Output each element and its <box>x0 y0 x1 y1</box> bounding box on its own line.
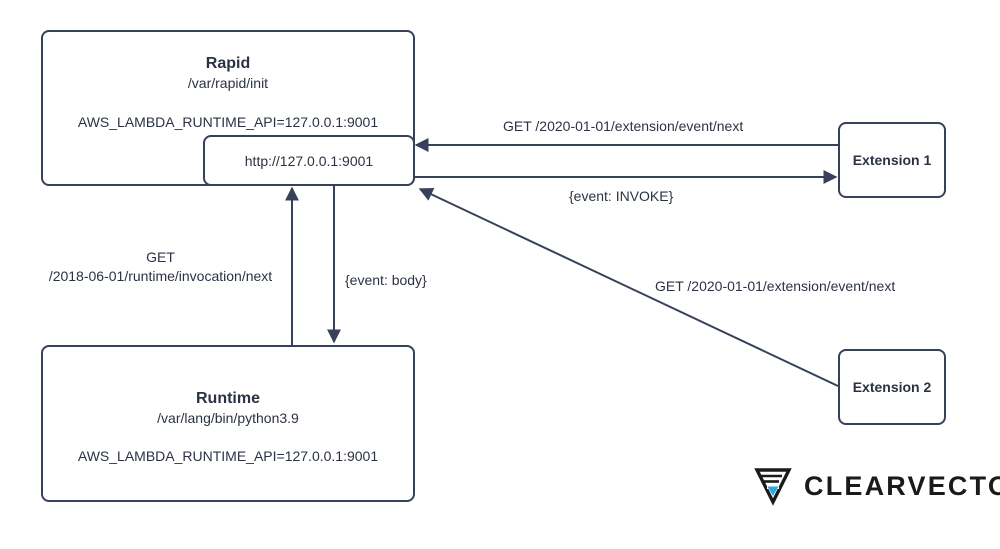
edge-label-runtime-request-line2: /2018-06-01/runtime/invocation/next <box>48 268 273 284</box>
node-rapid[interactable]: Rapid /var/rapid/init AWS_LAMBDA_RUNTIME… <box>41 30 415 186</box>
node-runtime-title: Runtime <box>196 390 260 407</box>
node-extension-2-label: Extension 2 <box>852 379 932 395</box>
clearvector-mark-icon <box>754 468 792 506</box>
node-runtime[interactable]: Runtime /var/lang/bin/python3.9 AWS_LAMB… <box>41 345 415 502</box>
edge-label-runtime-request: GET /2018-06-01/runtime/invocation/next <box>41 248 280 286</box>
node-endpoint[interactable]: http://127.0.0.1:9001 <box>203 135 415 186</box>
node-extension-1-label: Extension 1 <box>852 152 932 168</box>
edge-label-ext1-request: GET /2020-01-01/extension/event/next <box>503 118 744 134</box>
node-rapid-title: Rapid <box>205 55 251 72</box>
node-runtime-env: AWS_LAMBDA_RUNTIME_API=127.0.0.1:9001 <box>77 448 379 464</box>
edge-label-runtime-response: {event: body} <box>345 272 427 288</box>
node-extension-1[interactable]: Extension 1 <box>838 122 946 198</box>
clearvector-logo-text: CLEARVECTOR <box>804 470 1000 501</box>
node-endpoint-label: http://127.0.0.1:9001 <box>244 152 374 169</box>
edge-label-runtime-request-line1: GET <box>146 249 175 265</box>
edge-ext2-request <box>418 188 839 387</box>
edge-label-ext1-response: {event: INVOKE} <box>569 188 674 204</box>
node-extension-2[interactable]: Extension 2 <box>838 349 946 425</box>
node-runtime-subtitle: /var/lang/bin/python3.9 <box>157 410 299 426</box>
node-rapid-env: AWS_LAMBDA_RUNTIME_API=127.0.0.1:9001 <box>77 114 379 130</box>
clearvector-logo: CLEARVECTOR <box>754 466 1000 506</box>
node-rapid-subtitle: /var/rapid/init <box>187 75 269 91</box>
edge-label-ext2-request: GET /2020-01-01/extension/event/next <box>655 278 896 294</box>
